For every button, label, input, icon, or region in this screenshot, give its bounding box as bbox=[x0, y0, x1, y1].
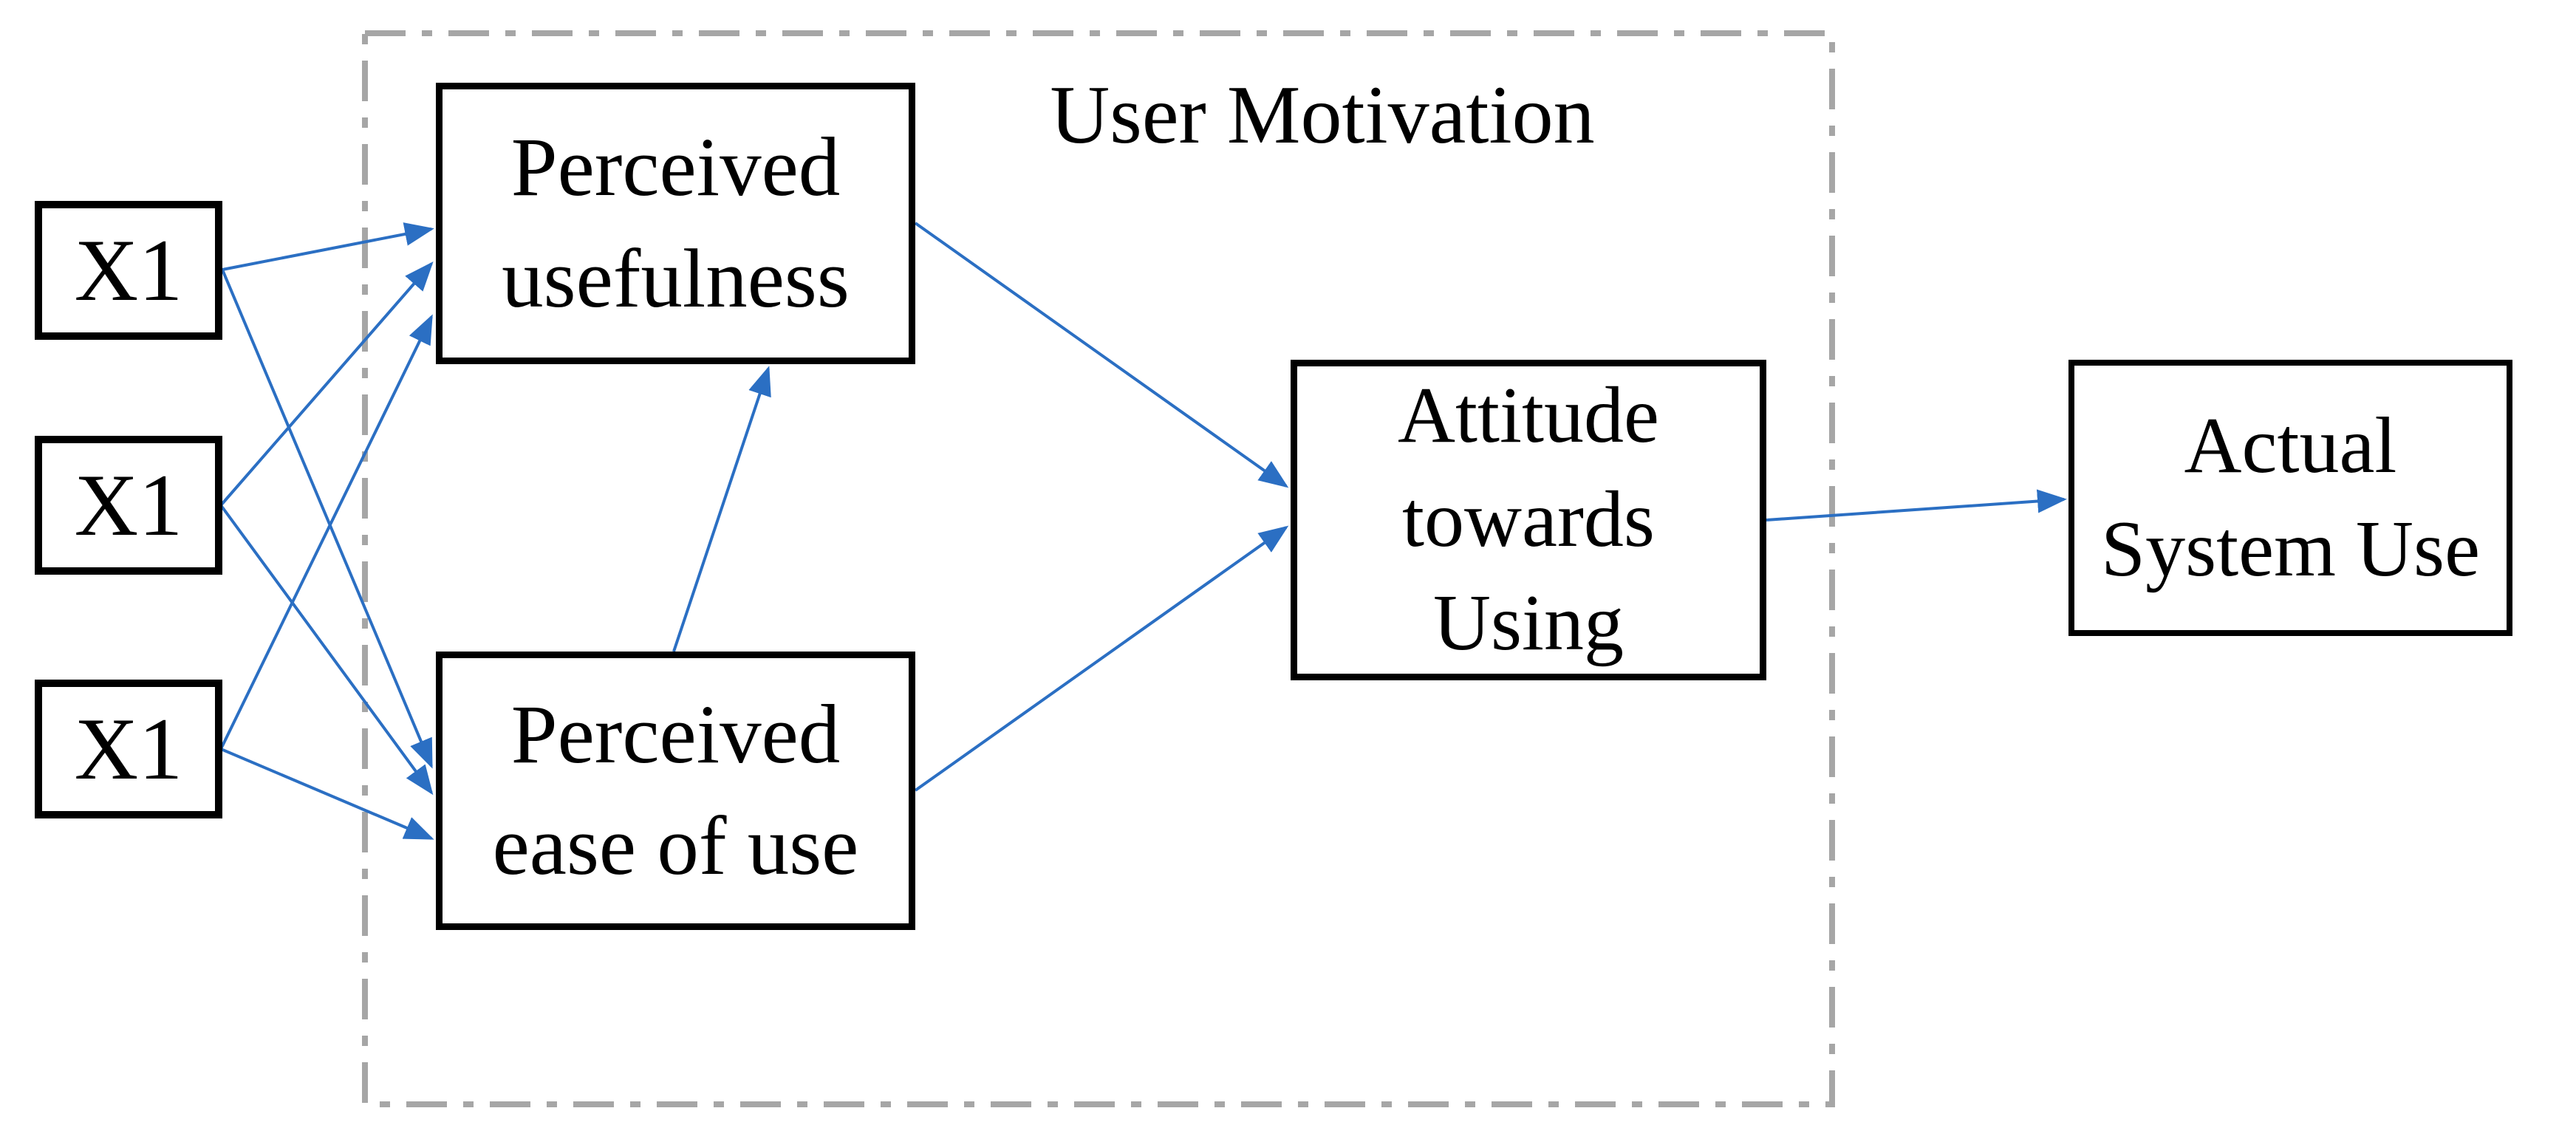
arrow-usefulness-to-attitude bbox=[914, 222, 1289, 488]
attitude-label-line2: towards bbox=[1402, 475, 1655, 564]
attitude-label-line3: Using bbox=[1432, 579, 1624, 668]
arrow-ease-of-use-to-usefulness bbox=[672, 366, 771, 652]
attitude-towards-using-box: Attitude towards Using bbox=[1291, 360, 1766, 680]
arrow-x1-3-to-perceived-usefulness bbox=[219, 314, 433, 750]
arrow-x1-2-to-perceived-ease-of-use bbox=[219, 504, 434, 796]
user-motivation-container-border bbox=[362, 30, 1835, 1107]
external-variable-label: X1 bbox=[74, 456, 183, 554]
actual-system-use-label-line1: Actual bbox=[2184, 401, 2397, 490]
actual-system-use-box: Actual System Use bbox=[2068, 360, 2512, 636]
user-motivation-label: User Motivation bbox=[1050, 69, 1595, 161]
actual-system-use-label-line2: System Use bbox=[2101, 505, 2480, 593]
external-variable-box-2: X1 bbox=[35, 436, 222, 575]
external-variable-label: X1 bbox=[74, 700, 183, 798]
attitude-label-line1: Attitude bbox=[1398, 372, 1659, 460]
arrow-x1-2-to-perceived-usefulness bbox=[219, 261, 434, 507]
perceived-usefulness-label-line2: usefulness bbox=[502, 232, 850, 325]
arrow-attitude-to-actual-system-use bbox=[1766, 489, 2067, 522]
external-variable-label: X1 bbox=[74, 221, 183, 319]
arrow-x1-3-to-perceived-ease-of-use bbox=[220, 748, 434, 840]
perceived-ease-of-use-label-line2: ease of use bbox=[492, 799, 859, 892]
arrow-ease-of-use-to-attitude bbox=[914, 525, 1289, 792]
arrow-x1-1-to-perceived-ease-of-use bbox=[221, 269, 433, 769]
perceived-usefulness-label-line1: Perceived bbox=[510, 121, 841, 214]
perceived-ease-of-use-box: Perceived ease of use bbox=[436, 652, 915, 930]
perceived-usefulness-box: Perceived usefulness bbox=[436, 83, 915, 364]
external-variable-box-1: X1 bbox=[35, 201, 222, 340]
external-variable-box-3: X1 bbox=[35, 680, 222, 818]
arrow-x1-1-to-perceived-usefulness bbox=[222, 222, 434, 271]
perceived-ease-of-use-label-line1: Perceived bbox=[510, 688, 841, 782]
